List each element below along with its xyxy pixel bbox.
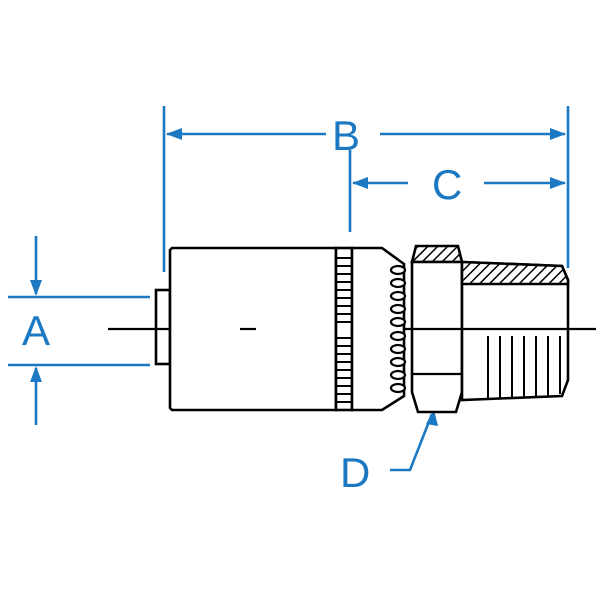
b-arrow-left [166,128,182,140]
crimp-knurl [337,257,351,403]
label-b: B [332,112,360,159]
b-arrow-right [550,128,566,140]
c-arrow-left [352,177,368,189]
c-arrow-right [550,177,566,189]
label-c: C [432,161,462,208]
hose-end [154,288,172,366]
label-d: D [340,449,370,496]
transition [350,246,406,412]
seal-coils [389,264,407,394]
thread-top-hatched [460,260,570,286]
hex-bottom [410,260,464,414]
d-arrow [426,410,438,426]
a-arrow-bottom [30,366,42,382]
dimension-arrowheads [30,128,566,426]
hex-top-hatched [410,244,464,264]
label-a: A [22,307,50,354]
thread-lines [487,336,561,398]
d-leader [390,413,434,472]
a-arrow-top [30,280,42,296]
